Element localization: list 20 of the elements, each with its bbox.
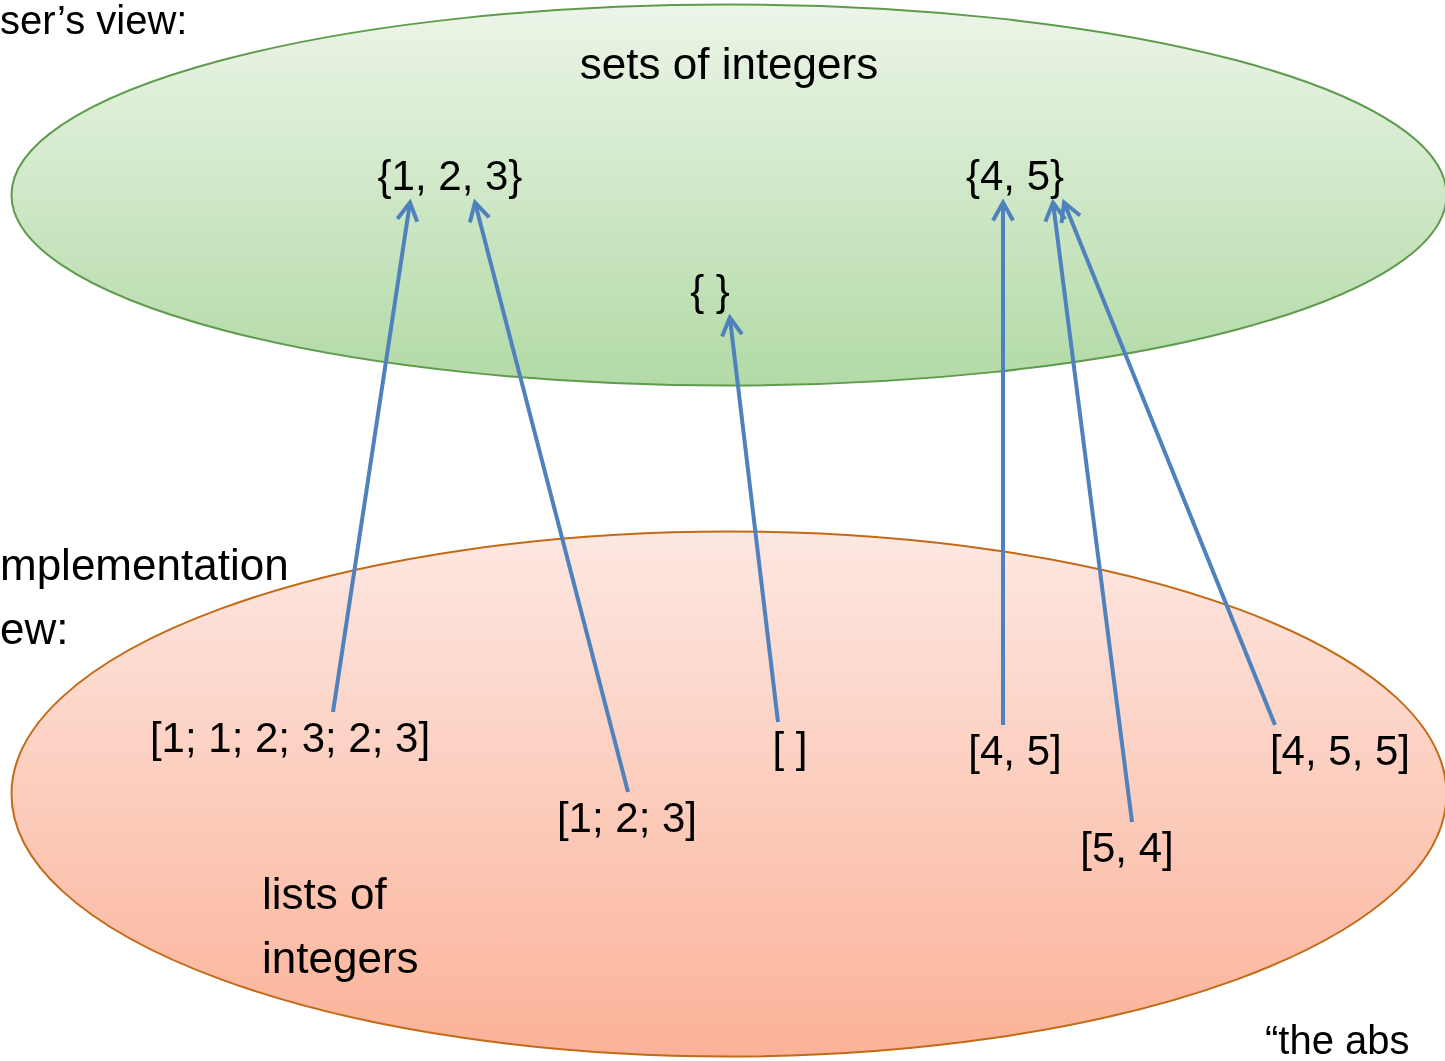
set-title: sets of integers [579, 38, 879, 90]
arrow [991, 200, 1015, 725]
arrow [1043, 200, 1134, 823]
value-text: [1; 1; 2; 3; 2; 3] [149, 712, 431, 765]
set-title: lists of integers [262, 868, 420, 984]
caption-text: mplementation ew: [0, 539, 290, 655]
arrow [331, 200, 420, 713]
arrow [1059, 200, 1277, 726]
value-text: [4, 5] [968, 725, 1062, 778]
arrow [467, 200, 630, 793]
value-text: {4, 5} [965, 150, 1065, 203]
value-text: { } [690, 265, 730, 318]
arrow [720, 315, 780, 723]
value-text: [5, 4] [1080, 822, 1174, 875]
value-text: {1, 2, 3} [377, 150, 523, 203]
value-text: [4, 5, 5] [1269, 725, 1411, 778]
value-text: [ ] [772, 722, 808, 775]
caption-text: “the abs [1265, 1020, 1410, 1060]
caption-text: ser’s view: [0, 0, 188, 40]
value-text: [1; 2; 3] [556, 792, 698, 845]
